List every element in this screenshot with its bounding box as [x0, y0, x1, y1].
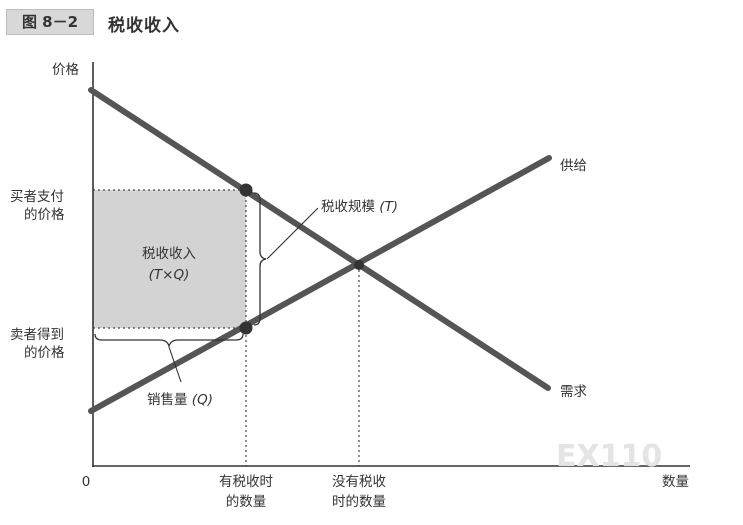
with-tax-quantity-label-2: 的数量	[226, 494, 267, 510]
tax-revenue-formula: (T×Q)	[149, 267, 190, 283]
quantity-sold-label: 销售量 (Q)	[147, 392, 213, 408]
tax-size-leader	[266, 207, 319, 260]
quantity-sold-text: 销售量	[147, 392, 192, 408]
without-tax-quantity-label-2: 时的数量	[332, 494, 386, 510]
tax-size-symbol: (T)	[379, 199, 398, 215]
quantity-sold-brace	[94, 333, 244, 349]
quantity-sold-leader	[168, 346, 182, 383]
demand-curve	[88, 87, 551, 391]
tax-size-text: 税收规模	[321, 199, 379, 215]
y-axis-label: 价格	[52, 62, 79, 78]
x-axis-label: 数量	[662, 474, 689, 490]
buyer-price-label-1: 买者支付	[10, 189, 64, 205]
seller-price-point	[239, 321, 253, 335]
origin-label: 0	[82, 474, 91, 490]
figure-number: 图 8－2	[6, 9, 94, 35]
seller-price-label-2: 的价格	[24, 345, 65, 361]
equilibrium-point	[354, 260, 364, 270]
tax-revenue-area	[93, 190, 246, 328]
with-tax-quantity-label-1: 有税收时	[219, 474, 273, 490]
buyer-price-point	[239, 183, 253, 197]
demand-label: 需求	[560, 384, 588, 400]
tax-size-label: 税收规模 (T)	[321, 199, 398, 215]
figure-title: 税收收入	[108, 16, 180, 36]
quantity-sold-symbol: (Q)	[192, 392, 213, 408]
watermark: EX110	[556, 439, 662, 474]
without-tax-quantity-label-1: 没有税收	[332, 474, 386, 490]
tax-revenue-label: 税收收入	[142, 246, 196, 262]
tax-size-brace	[253, 192, 267, 326]
supply-curve	[88, 155, 552, 414]
supply-label: 供给	[560, 158, 587, 174]
buyer-price-label-2: 的价格	[24, 207, 65, 223]
seller-price-label-1: 卖者得到	[10, 326, 64, 343]
